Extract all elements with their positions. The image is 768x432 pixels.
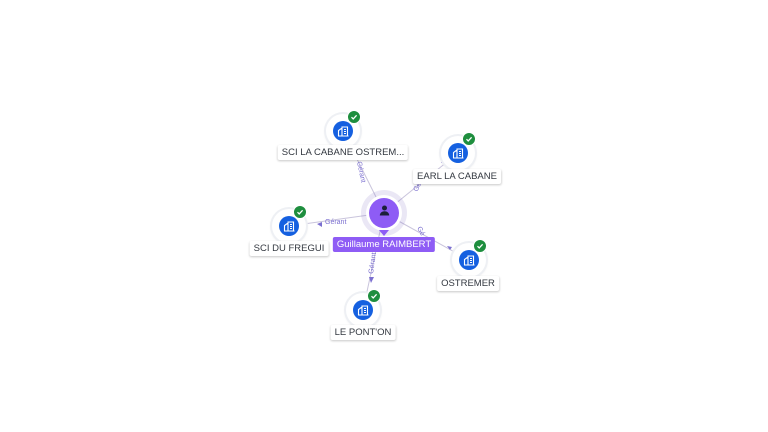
edge-label-sci-la-cabane: Gérant [355, 161, 366, 183]
check-icon [293, 205, 307, 219]
person-name-label[interactable]: Guillaume RAIMBERT [332, 237, 436, 252]
company-label-ostremer[interactable]: OSTREMER [437, 276, 499, 291]
check-icon [473, 239, 487, 253]
company-node-earl-la-cabane[interactable] [441, 132, 476, 170]
arrow-sci-du-fregui [317, 222, 322, 227]
building-icon [448, 143, 468, 163]
check-icon [367, 289, 381, 303]
company-node-sci-du-fregui[interactable] [272, 205, 307, 243]
arrow-ostremer [447, 246, 452, 250]
building-icon [333, 121, 353, 141]
check-icon [347, 110, 361, 124]
check-icon [462, 132, 476, 146]
company-label-sci-la-cabane[interactable]: SCI LA CABANE OSTREM... [277, 145, 409, 160]
edge-label-sci-du-fregui: Gérant [325, 219, 346, 226]
arrow-le-pont-on [369, 277, 374, 283]
building-icon [459, 250, 479, 270]
building-icon [353, 300, 373, 320]
company-node-sci-la-cabane[interactable] [326, 110, 361, 148]
company-label-le-pont-on[interactable]: LE PONT'ON [330, 325, 396, 340]
building-icon [279, 216, 299, 236]
person-node[interactable] [369, 198, 399, 228]
person-icon [378, 204, 391, 222]
company-label-earl-la-cabane[interactable]: EARL LA CABANE [413, 169, 501, 184]
edge-label-le-pont-on: Gérant [368, 252, 378, 274]
company-node-le-pont-on[interactable] [346, 289, 381, 327]
person-pointer [379, 230, 389, 236]
company-label-sci-du-fregui[interactable]: SCI DU FREGUI [249, 241, 329, 256]
edge-label-ostremer: Gé [415, 226, 426, 238]
company-node-ostremer[interactable] [452, 239, 487, 277]
